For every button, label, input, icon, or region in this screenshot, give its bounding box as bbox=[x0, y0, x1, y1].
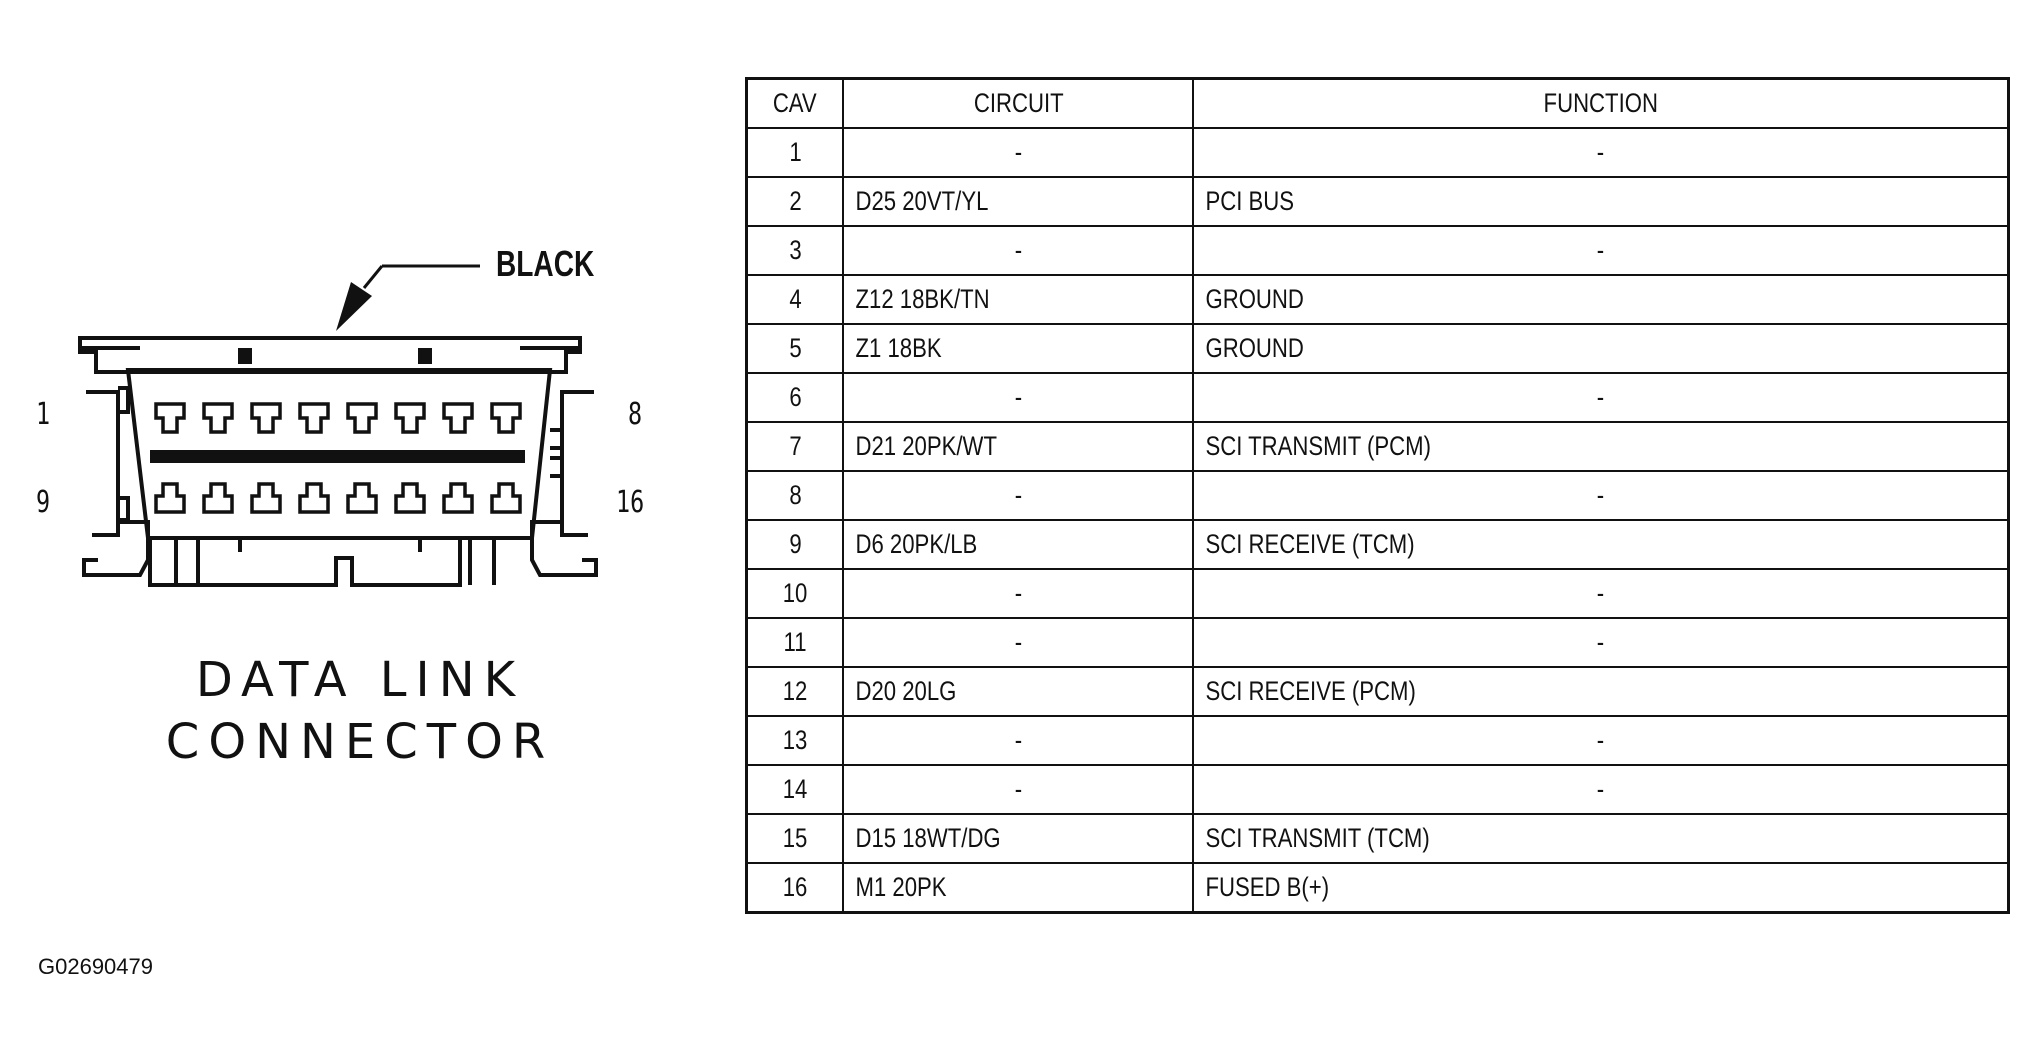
cell-cav: 8 bbox=[745, 470, 845, 521]
cell-function: SCI TRANSMIT (TCM) bbox=[1192, 813, 2010, 864]
header-cav: CAV bbox=[745, 77, 845, 129]
table-row: 14-- bbox=[745, 764, 2010, 815]
cell-cav: 14 bbox=[745, 764, 845, 815]
cell-function: FUSED B(+) bbox=[1192, 862, 2010, 914]
cell-circuit: - bbox=[842, 225, 1195, 276]
table-row: 8-- bbox=[745, 470, 2010, 521]
cell-function: SCI RECEIVE (TCM) bbox=[1192, 519, 2010, 570]
cell-cav: 5 bbox=[745, 323, 845, 374]
cell-function: - bbox=[1192, 617, 2010, 668]
cell-cav: 15 bbox=[745, 813, 845, 864]
pin-cavity-6 bbox=[394, 402, 426, 434]
pin-cavity-14 bbox=[394, 482, 426, 514]
data-link-connector-drawing bbox=[78, 264, 598, 587]
pin-cavity-11 bbox=[250, 482, 282, 514]
cell-cav: 6 bbox=[745, 372, 845, 423]
pin-cavity-5 bbox=[346, 402, 378, 434]
pin-row-top bbox=[154, 402, 522, 434]
pin-cavity-10 bbox=[202, 482, 234, 514]
cell-function: - bbox=[1192, 225, 2010, 276]
pin-label-bottom-left: 9 bbox=[36, 485, 51, 520]
pin-cavity-7 bbox=[442, 402, 474, 434]
table-header-row: CAV CIRCUIT FUNCTION bbox=[745, 77, 2010, 129]
cell-cav: 1 bbox=[745, 127, 845, 178]
cell-function: GROUND bbox=[1192, 323, 2010, 374]
figure-id: G02690479 bbox=[38, 954, 153, 979]
cell-function: - bbox=[1192, 470, 2010, 521]
cell-circuit: - bbox=[842, 127, 1195, 178]
pin-cavity-4 bbox=[298, 402, 330, 434]
cell-cav: 10 bbox=[745, 568, 845, 619]
cell-function: - bbox=[1192, 568, 2010, 619]
cell-circuit: D15 18WT/DG bbox=[842, 813, 1195, 864]
connector-caption-line2: CONNECTOR bbox=[165, 714, 555, 770]
cell-circuit: - bbox=[842, 568, 1195, 619]
cell-circuit: D6 20PK/LB bbox=[842, 519, 1195, 570]
cell-cav: 2 bbox=[745, 176, 845, 227]
cell-circuit: - bbox=[842, 470, 1195, 521]
connector-center-bar bbox=[150, 450, 525, 463]
pin-cavity-9 bbox=[154, 482, 186, 514]
cell-cav: 13 bbox=[745, 715, 845, 766]
pin-cavity-15 bbox=[442, 482, 474, 514]
pin-label-bottom-right: 16 bbox=[616, 485, 645, 520]
pin-cavity-2 bbox=[202, 402, 234, 434]
cell-function: - bbox=[1192, 372, 2010, 423]
connector-shell bbox=[78, 336, 598, 587]
pin-cavity-8 bbox=[490, 402, 522, 434]
pin-label-top-right: 8 bbox=[628, 397, 643, 432]
cell-circuit: - bbox=[842, 617, 1195, 668]
cell-circuit: D21 20PK/WT bbox=[842, 421, 1195, 472]
table-row: 3-- bbox=[745, 225, 2010, 276]
pin-cavity-12 bbox=[298, 482, 330, 514]
header-function: FUNCTION bbox=[1192, 77, 2010, 129]
cell-function: SCI TRANSMIT (PCM) bbox=[1192, 421, 2010, 472]
pin-cavity-1 bbox=[154, 402, 186, 434]
connector-color-label: BLACK bbox=[496, 243, 595, 284]
pin-cavity-13 bbox=[346, 482, 378, 514]
cell-circuit: D25 20VT/YL bbox=[842, 176, 1195, 227]
black-label-leader bbox=[336, 264, 480, 331]
cell-cav: 11 bbox=[745, 617, 845, 668]
cell-circuit: M1 20PK bbox=[842, 862, 1195, 914]
cell-circuit: Z12 18BK/TN bbox=[842, 274, 1195, 325]
cell-circuit: Z1 18BK bbox=[842, 323, 1195, 374]
cell-function: - bbox=[1192, 127, 2010, 178]
pin-cavity-16 bbox=[490, 482, 522, 514]
cell-function: - bbox=[1192, 764, 2010, 815]
cell-cav: 3 bbox=[745, 225, 845, 276]
cell-circuit: - bbox=[842, 764, 1195, 815]
connector-caption-line1: DATA LINK bbox=[195, 652, 525, 708]
header-circuit: CIRCUIT bbox=[842, 77, 1195, 129]
table-row: 1-- bbox=[745, 127, 2010, 178]
cell-cav: 7 bbox=[745, 421, 845, 472]
pin-row-bottom bbox=[154, 482, 522, 514]
cell-cav: 12 bbox=[745, 666, 845, 717]
cell-cav: 16 bbox=[745, 862, 845, 914]
cell-function: GROUND bbox=[1192, 274, 2010, 325]
cell-function: - bbox=[1192, 715, 2010, 766]
cell-circuit: D20 20LG bbox=[842, 666, 1195, 717]
cell-circuit: - bbox=[842, 715, 1195, 766]
table-row: 10-- bbox=[745, 568, 2010, 619]
cell-cav: 4 bbox=[745, 274, 845, 325]
cell-circuit: - bbox=[842, 372, 1195, 423]
pin-cavity-3 bbox=[250, 402, 282, 434]
cell-cav: 9 bbox=[745, 519, 845, 570]
table-row: 11-- bbox=[745, 617, 2010, 668]
table-row: 13-- bbox=[745, 715, 2010, 766]
cell-function: SCI RECEIVE (PCM) bbox=[1192, 666, 2010, 717]
cell-function: PCI BUS bbox=[1192, 176, 2010, 227]
pin-label-top-left: 1 bbox=[36, 397, 51, 432]
table-row: 6-- bbox=[745, 372, 2010, 423]
